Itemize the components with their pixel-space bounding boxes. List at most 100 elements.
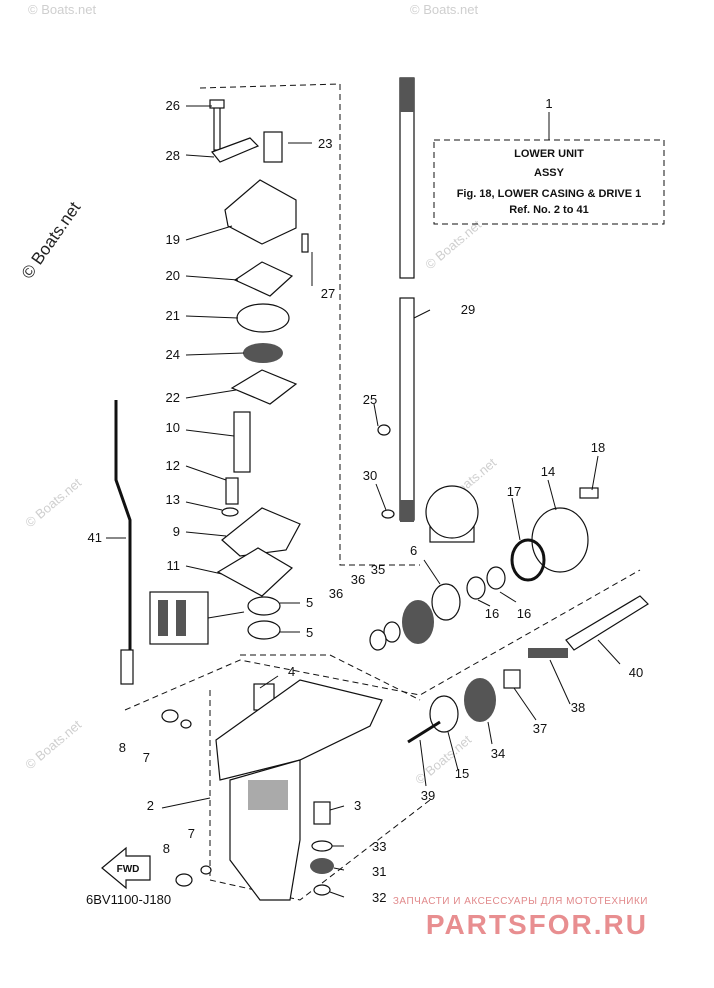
impeller-24: [243, 343, 283, 363]
callout-33: 33: [372, 839, 386, 854]
bolt-12: [225, 477, 239, 505]
gasket-7b: [200, 865, 212, 875]
callout-34: 34: [491, 746, 505, 761]
diagram-code: 6BV1100-J180: [86, 892, 171, 907]
shim-inset: [425, 485, 479, 539]
callout-5b: 5: [306, 625, 313, 640]
bolt-26: [213, 103, 221, 151]
callout-35: 35: [371, 562, 385, 577]
callout-37: 37: [533, 721, 547, 736]
forward-gear-34: [464, 678, 496, 722]
spring-38: [528, 648, 568, 658]
callout-13: 13: [166, 492, 180, 507]
bearing-housing-14: [531, 507, 589, 573]
callout-32: 32: [372, 890, 386, 905]
plug-8b: [175, 873, 193, 887]
footer-branding: ЗАПЧАСТИ И АКСЕССУАРЫ ДЛЯ МОТОТЕХНИКИ PA…: [393, 896, 648, 940]
pump-case-19: [224, 179, 297, 245]
callout-5a: 5: [306, 595, 313, 610]
callout-31: 31: [372, 864, 386, 879]
callout-39: 39: [421, 788, 435, 803]
shim-16a: [466, 576, 486, 600]
pinion-gear-35: [402, 600, 434, 644]
callout-18: 18: [591, 440, 605, 455]
footer-logo: PARTSFOR.RU: [426, 909, 648, 940]
callout-16b: 16: [517, 606, 531, 621]
callout-27: 27: [321, 286, 335, 301]
fwd-arrow: FWD: [101, 846, 151, 890]
callout-29: 29: [461, 302, 475, 317]
drive-gears: [161, 424, 649, 896]
pin-30: [381, 509, 395, 519]
grommet-23: [263, 131, 283, 163]
callout-28: 28: [166, 148, 180, 163]
fwd-label: FWD: [117, 864, 140, 875]
callout-9: 9: [173, 524, 180, 539]
callout-14: 14: [541, 464, 555, 479]
watermark-text: © Boats.net: [28, 2, 97, 17]
collar-3: [313, 801, 331, 825]
gasket-20: [233, 261, 294, 297]
callout-10: 10: [166, 420, 180, 435]
shim-36b: [369, 629, 387, 651]
callout-22: 22: [166, 390, 180, 405]
ring-33: [311, 840, 333, 852]
callout-23: 23: [318, 136, 332, 151]
callout-8a: 8: [119, 740, 126, 755]
assembly-guides: [124, 83, 641, 901]
callout-26: 26: [166, 98, 180, 113]
circlip-32: [313, 884, 331, 896]
callout-38: 38: [571, 700, 585, 715]
callout-21: 21: [166, 308, 180, 323]
oil-seal-5a: [247, 596, 281, 616]
water-pump-parts: [209, 99, 309, 597]
callout-41: 41: [88, 530, 102, 545]
callout-3: 3: [354, 798, 361, 813]
watermark-text: © Boats.net: [422, 217, 484, 273]
footer-tagline: ЗАПЧАСТИ И АКСЕССУАРЫ ДЛЯ МОТОТЕХНИКИ: [393, 896, 648, 907]
washer-13: [221, 507, 239, 517]
callout-4: 4: [288, 664, 295, 679]
watermark-text: © Boats.net: [22, 475, 84, 531]
oil-seal-5b: [247, 620, 281, 640]
bolt-18: [579, 487, 599, 499]
box-line1: LOWER UNIT: [514, 148, 584, 160]
callout-24: 24: [166, 347, 180, 362]
housing-9: [221, 507, 301, 557]
assembly-title-box: LOWER UNIT ASSY Fig. 18, LOWER CASING & …: [433, 112, 665, 225]
gasket-7a: [180, 719, 192, 729]
plug-8a: [161, 709, 179, 723]
bearing-6: [431, 583, 461, 621]
leader-lines: [106, 105, 621, 898]
callout-2: 2: [147, 798, 154, 813]
pinion-31: [310, 858, 334, 874]
callout-40: 40: [629, 665, 643, 680]
lower-casing: [215, 679, 383, 901]
callout-7b: 7: [188, 826, 195, 841]
callout-17: 17: [507, 484, 521, 499]
callout-36b: 36: [329, 586, 343, 601]
seal-inset: [149, 591, 281, 711]
callout-11: 11: [167, 558, 181, 573]
clutch-37: [503, 669, 521, 689]
shift-rod: [114, 400, 134, 685]
o-ring-17: [510, 538, 546, 582]
shim-16b: [486, 566, 506, 590]
callout-15: 15: [455, 766, 469, 781]
drive-shaft: [399, 77, 415, 522]
plate-22: [230, 369, 298, 405]
insert-21: [236, 303, 290, 333]
pin-39: [407, 720, 441, 744]
callout-25: 25: [363, 392, 377, 407]
tube-10: [233, 411, 251, 473]
callout-1: 1: [545, 96, 552, 111]
callout-numbers: 1 2 3 4 5 5 6 7 7 8 8 9 10 11 12 13 14 1…: [88, 96, 644, 905]
callout-16a: 16: [485, 606, 499, 621]
callout-8b: 8: [163, 841, 170, 856]
pin-27: [301, 233, 309, 253]
box-line3: Fig. 18, LOWER CASING & DRIVE 1: [457, 188, 642, 200]
watermark-text: © Boats.net: [22, 717, 84, 773]
box-line2: ASSY: [534, 167, 565, 179]
callout-30: 30: [363, 468, 377, 483]
